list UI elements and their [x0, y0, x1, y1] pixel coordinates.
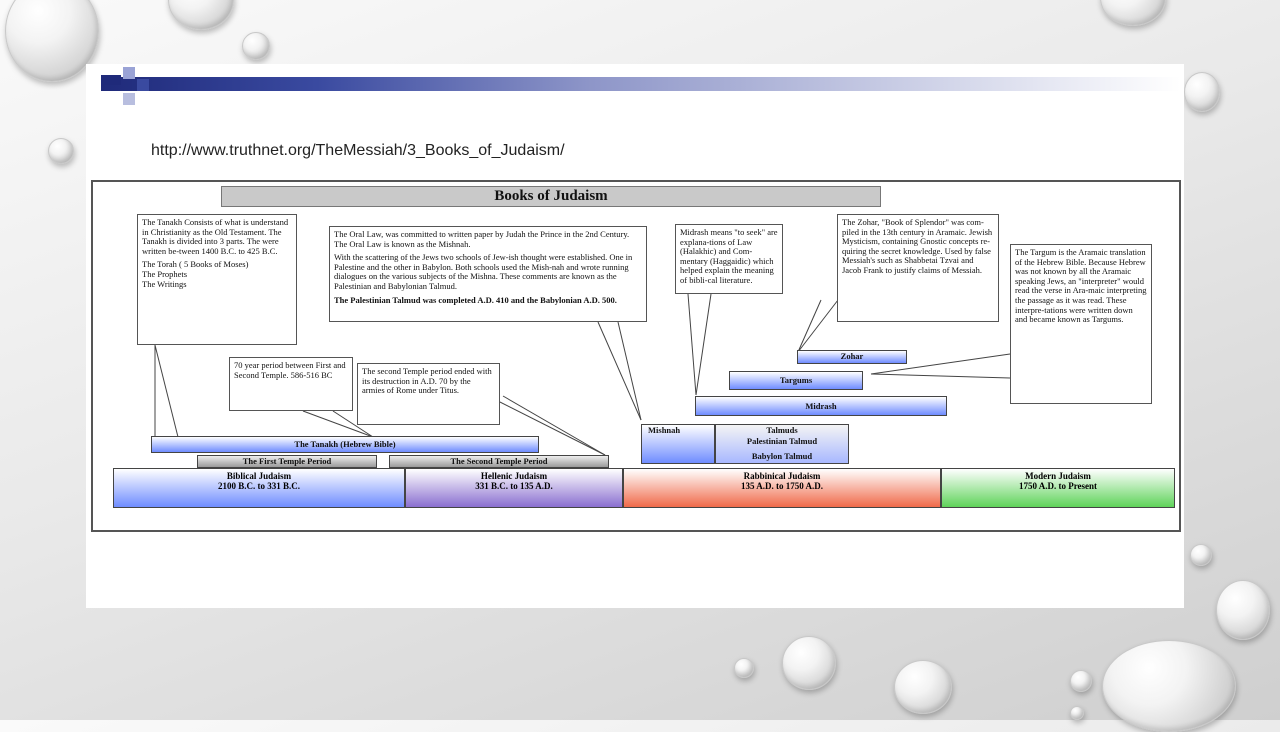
era-hellenic-judaism: Hellenic Judaism 331 B.C. to 135 A.D. [405, 468, 623, 508]
header-square-decoration [137, 79, 149, 91]
note-text: The Torah ( 5 Books of Moses) [142, 259, 249, 270]
bar-mishnah: Mishnah [641, 424, 715, 464]
note-zohar: The Zohar, "Book of Splendor" was com-pi… [837, 214, 999, 322]
era-range: 135 A.D. to 1750 A.D. [740, 481, 823, 491]
talmuds-label: Talmuds [766, 425, 798, 435]
era-name: Hellenic Judaism [480, 471, 548, 481]
water-drop-decoration [1190, 544, 1212, 566]
note-text: The Oral Law, was committed to written p… [334, 229, 630, 249]
note-text: With the scattering of the Jews two scho… [334, 252, 633, 291]
callout-lines [154, 293, 1011, 456]
era-rabbinical-judaism: Rabbinical Judaism 135 A.D. to 1750 A.D. [623, 468, 941, 508]
era-biblical-judaism: Biblical Judaism 2100 B.C. to 331 B.C. [113, 468, 405, 508]
note-text: The Writings [142, 278, 187, 289]
header-decoration-bar [101, 77, 1181, 91]
water-drop-decoration [894, 660, 952, 714]
era-modern-judaism: Modern Judaism 1750 A.D. to Present [941, 468, 1175, 508]
bar-tanakh: The Tanakh (Hebrew Bible) [151, 436, 539, 453]
water-drop-decoration [1100, 0, 1166, 26]
era-name: Modern Judaism [1025, 471, 1091, 481]
water-drop-decoration [734, 658, 754, 678]
era-name: Biblical Judaism [226, 471, 292, 481]
books-of-judaism-diagram: Books of Judaism The Tanakh Consists of … [91, 180, 1181, 532]
bar-targums: Targums [729, 371, 863, 390]
water-drop-decoration [48, 138, 74, 164]
era-name: Rabbinical Judaism [743, 471, 821, 481]
note-midrash: Midrash means "to seek" are explana-tion… [675, 224, 783, 294]
note-70-year-period: 70 year period between First and Second … [229, 357, 353, 411]
water-drop-decoration [1070, 706, 1084, 720]
bar-second-temple-period: The Second Temple Period [389, 455, 609, 468]
bar-first-temple-period: The First Temple Period [197, 455, 377, 468]
note-tanakh: The Tanakh Consists of what is understan… [137, 214, 297, 345]
water-drop-decoration [242, 32, 270, 60]
era-range: 331 B.C. to 135 A.D. [475, 481, 553, 491]
diagram-title: Books of Judaism [221, 186, 881, 207]
water-drop-decoration [1216, 580, 1270, 640]
note-text: The Prophets [142, 268, 188, 279]
water-drop-decoration [1102, 640, 1236, 732]
note-text: The Palestinian Talmud was completed A.D… [334, 294, 617, 305]
note-text: The Targum is the Aramaic translation of… [1015, 247, 1147, 325]
header-square-decoration [123, 67, 135, 79]
bar-talmuds: Talmuds Palestinian Talmud Babylon Talmu… [715, 424, 849, 464]
slide-content: http://www.truthnet.org/TheMessiah/3_Boo… [86, 64, 1184, 608]
water-drop-decoration [782, 636, 836, 690]
note-targum: The Targum is the Aramaic translation of… [1010, 244, 1152, 404]
water-drop-decoration [1184, 72, 1220, 112]
header-square-decoration [101, 75, 121, 85]
era-range: 1750 A.D. to Present [1018, 481, 1098, 491]
bar-mishnah-label: Mishnah [648, 425, 681, 435]
babylon-talmud-label: Babylon Talmud [751, 451, 813, 461]
water-drop-decoration [5, 0, 99, 82]
note-text: The Zohar, "Book of Splendor" was com-pi… [842, 217, 993, 275]
palestinian-talmud-label: Palestinian Talmud [746, 436, 818, 446]
note-text: Midrash means "to seek" are explana-tion… [680, 227, 778, 285]
note-second-temple: The second Temple period ended with its … [357, 363, 500, 425]
bar-zohar: Zohar [797, 350, 907, 364]
source-url[interactable]: http://www.truthnet.org/TheMessiah/3_Boo… [151, 142, 565, 159]
water-drop-decoration [1070, 670, 1092, 692]
header-square-decoration [123, 93, 135, 105]
note-oral-law: The Oral Law, was committed to written p… [329, 226, 647, 322]
water-drop-decoration [168, 0, 234, 30]
note-text: The second Temple period ended with its … [362, 366, 492, 396]
note-text: 70 year period between First and Second … [234, 360, 346, 380]
bar-midrash: Midrash [695, 396, 947, 416]
era-range: 2100 B.C. to 331 B.C. [217, 481, 300, 491]
note-text: The Tanakh Consists of what is understan… [142, 217, 289, 256]
